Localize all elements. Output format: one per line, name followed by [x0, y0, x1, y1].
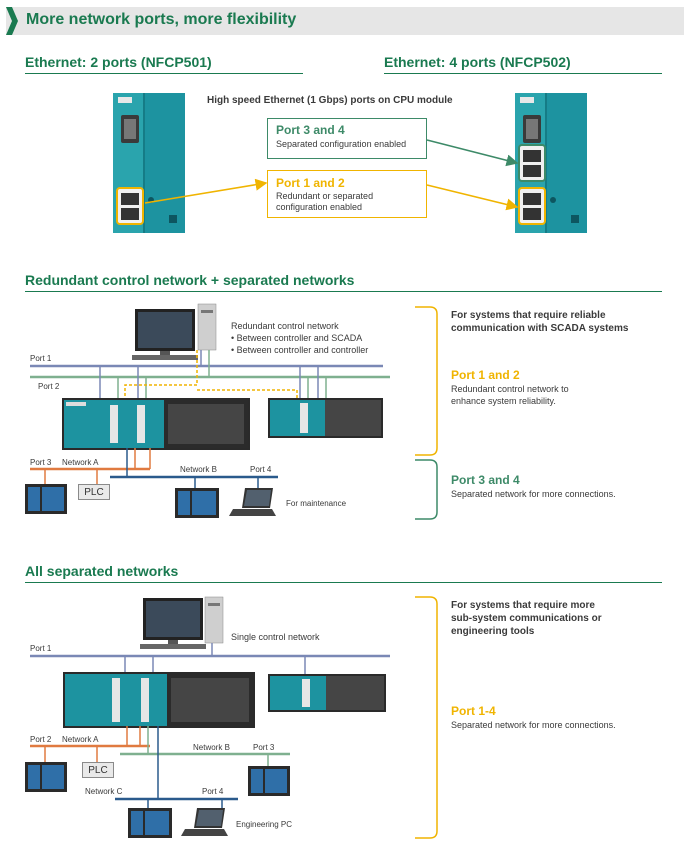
network-b-label: Network B	[193, 743, 230, 752]
page-title: More network ports, more flexibility	[26, 11, 297, 28]
port-1-label: Port 1	[30, 644, 52, 653]
network-c-label: Network C	[85, 787, 123, 796]
note-heading-line1: For systems that require reliable	[451, 310, 606, 321]
port-1-label: Port 1	[30, 354, 52, 363]
divider	[25, 582, 662, 583]
section-redundant-title: Redundant control network + separated ne…	[25, 272, 355, 288]
network-a-label: Network A	[62, 458, 99, 467]
port-2-label: Port 2	[30, 735, 52, 744]
note-heading-line2: communication with SCADA systems	[451, 323, 629, 334]
callout-desc: Separated configuration enabled	[276, 139, 407, 149]
port-4-label: Port 4	[202, 787, 224, 796]
port-3-4-desc: Separated network for more connections.	[451, 489, 616, 499]
plc-device: PLC	[82, 762, 114, 778]
port-1-2-desc-line1: Redundant control network to	[451, 384, 569, 394]
engineering-pc-label: Engineering PC	[236, 820, 293, 829]
cpu-ports-subtitle: High speed Ethernet (1 Gbps) ports on CP…	[207, 95, 453, 106]
port-1-4-title: Port 1-4	[451, 704, 496, 718]
callout-title: Port 3 and 4	[276, 123, 345, 137]
note-heading-line3: engineering tools	[451, 626, 535, 637]
bullet-controller: • Between controller and controller	[231, 345, 369, 355]
plc-label: PLC	[84, 486, 104, 498]
callout-desc-line2: configuration enabled	[276, 202, 363, 212]
port-3-label: Port 3	[30, 458, 52, 467]
header-banner	[6, 7, 684, 35]
port-3-4-title: Port 3 and 4	[451, 473, 520, 487]
port-2-label: Port 2	[38, 382, 60, 391]
callout-title: Port 1 and 2	[276, 176, 345, 190]
nfcp501-module-image	[113, 93, 185, 233]
nfcp502-module-image	[515, 93, 587, 233]
port-1-2-callout: Port 1 and 2 Redundant or separated conf…	[267, 170, 427, 218]
port-3-4-callout: Port 3 and 4 Separated configuration ena…	[267, 118, 427, 159]
port-3-label: Port 3	[253, 743, 275, 752]
chevron-right-icon	[6, 7, 18, 35]
port-1-2-title: Port 1 and 2	[451, 368, 520, 382]
divider	[384, 73, 662, 74]
port-1-2-desc-line2: enhance system reliability.	[451, 396, 556, 406]
port-1-4-desc: Separated network for more connections.	[451, 720, 616, 730]
note-heading-line2: sub-system communications or	[451, 613, 602, 624]
bullet-scada: • Between controller and SCADA	[231, 333, 363, 343]
divider	[25, 73, 303, 74]
redundant-network-label: Redundant control network	[231, 321, 339, 331]
single-network-label: Single control network	[231, 632, 320, 642]
divider	[25, 291, 662, 292]
network-b-label: Network B	[180, 465, 217, 474]
port-4-label: Port 4	[250, 465, 272, 474]
network-a-label: Network A	[62, 735, 99, 744]
plc-device: PLC	[78, 484, 110, 500]
callout-desc-line1: Redundant or separated	[276, 191, 374, 201]
ethernet-2-ports-title: Ethernet: 2 ports (NFCP501)	[25, 54, 212, 70]
section-separated-title: All separated networks	[25, 563, 179, 579]
note-heading-line1: For systems that require more	[451, 600, 595, 611]
ethernet-4-ports-title: Ethernet: 4 ports (NFCP502)	[384, 54, 571, 70]
maintenance-label: For maintenance	[286, 499, 347, 508]
plc-label: PLC	[88, 764, 108, 776]
